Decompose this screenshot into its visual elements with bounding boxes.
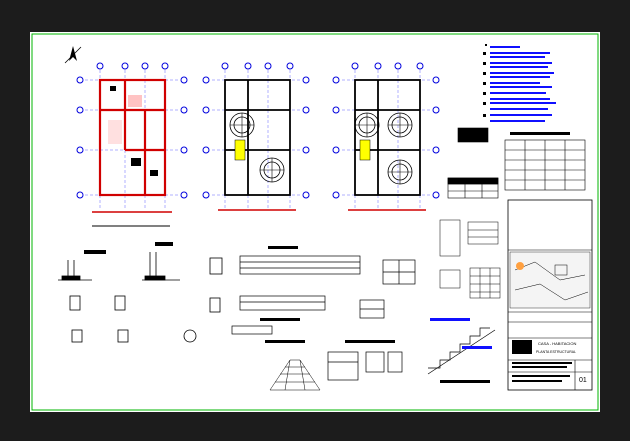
beam-elevation-details (231, 246, 361, 343)
north-arrow-icon (64, 46, 82, 64)
floor-plan-slab-2 (332, 62, 440, 211)
title-block: CASA - HABITACION PLANTA ESTRUCTURAL 01 (507, 199, 593, 391)
column-schedule-table (457, 127, 586, 191)
title-block-subtitle: PLANTA ESTRUCTURAL (536, 350, 576, 354)
title-block-project: CASA - HABITACION (538, 341, 576, 346)
staircase-detail (427, 318, 496, 375)
floor-plan-foundation (76, 62, 188, 227)
footing-details (58, 242, 223, 343)
floor-plan-slab-1 (202, 62, 310, 211)
sheet-border (31, 33, 599, 411)
slab-section-details (327, 259, 416, 381)
sheet-number: 01 (579, 377, 587, 384)
general-notes-block (483, 44, 556, 122)
footing-pyramid-detail (269, 359, 321, 391)
beam-schedule-table (447, 177, 499, 199)
reinforcement-tables (439, 219, 501, 383)
